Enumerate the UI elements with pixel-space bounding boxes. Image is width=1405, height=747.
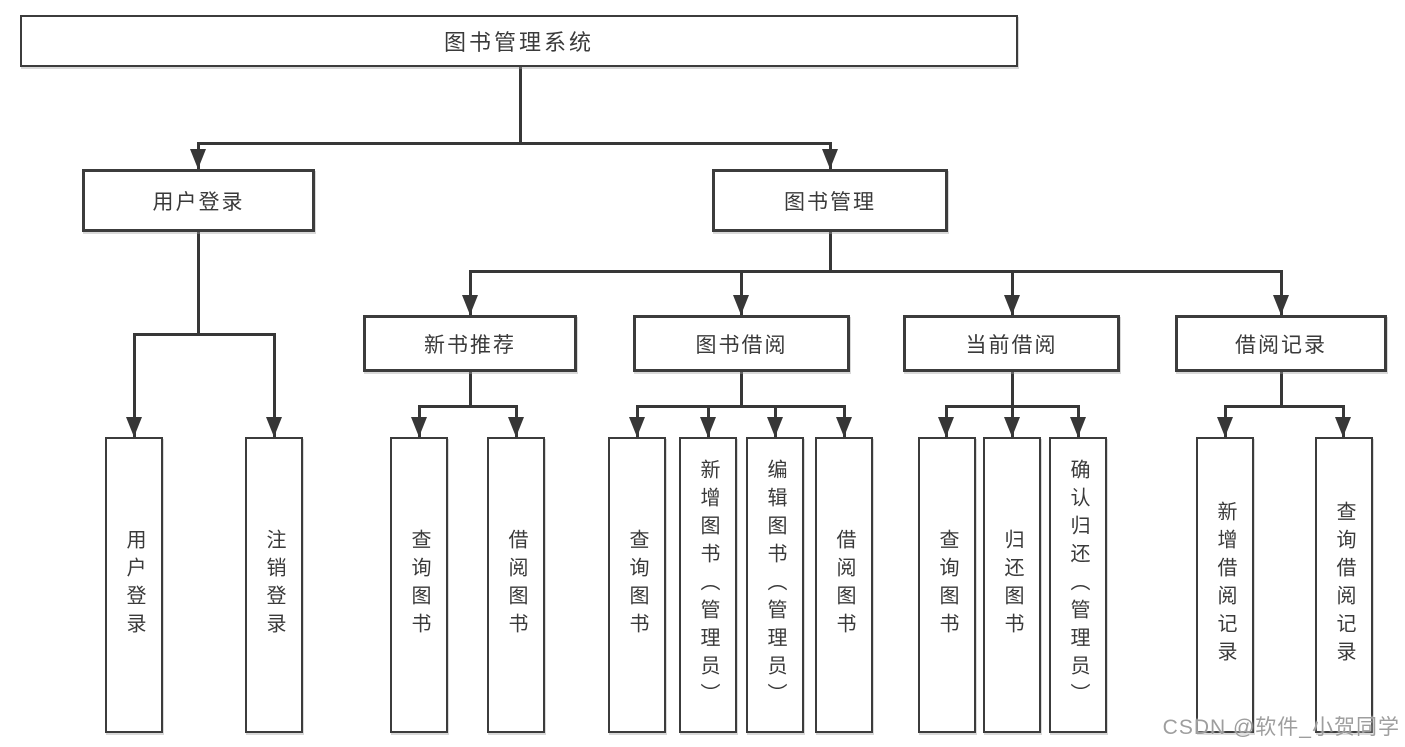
leaf-query-borrow-record: 查询借阅记录	[1315, 437, 1373, 733]
arrow-down-icon	[1217, 417, 1233, 437]
connector-line-vertical	[272, 334, 276, 437]
arrow-down-icon	[1070, 417, 1086, 437]
leaf-borrow-books-recommend: 借阅图书	[487, 437, 545, 733]
leaf-logout: 注销登录	[245, 437, 303, 733]
node-book-borrow: 图书借阅	[633, 315, 850, 372]
node-current-borrow-label: 当前借阅	[965, 333, 1058, 357]
arrow-down-icon	[126, 417, 142, 437]
leaf-query-books-borrow-label: 查询图书	[626, 529, 648, 641]
node-borrow-records-label: 借阅记录	[1235, 333, 1327, 357]
leaf-add-borrow-record-label: 新增借阅记录	[1214, 501, 1236, 669]
connector-line-vertical	[1010, 271, 1014, 315]
connector-line-vertical	[828, 232, 832, 273]
arrow-down-icon	[190, 149, 206, 169]
watermark: CSDN @软件_小贺同学	[1162, 716, 1400, 739]
node-book-borrow-label: 图书借阅	[695, 333, 788, 357]
leaf-add-book-admin-label: 新增图书（管理员）	[697, 459, 719, 711]
leaf-edit-book-admin: 编辑图书（管理员）	[746, 437, 804, 733]
arrow-down-icon	[462, 295, 478, 315]
node-book-management: 图书管理	[712, 169, 948, 232]
arrow-down-icon	[836, 417, 852, 437]
leaf-edit-book-admin-label: 编辑图书（管理员）	[764, 459, 786, 711]
connector-line-vertical	[739, 372, 743, 408]
connector-line-horizontal	[1223, 404, 1345, 408]
leaf-user-login-label: 用户登录	[123, 529, 145, 641]
leaf-confirm-return-admin-label: 确认归还（管理员）	[1067, 459, 1089, 711]
leaf-return-books: 归还图书	[983, 437, 1041, 733]
leaf-user-login: 用户登录	[105, 437, 163, 733]
leaf-query-borrow-record-label: 查询借阅记录	[1333, 501, 1355, 669]
arrow-down-icon	[411, 417, 427, 437]
connector-line-vertical	[132, 334, 136, 437]
connector-line-vertical	[196, 232, 200, 336]
node-user-login-label: 用户登录	[152, 190, 245, 214]
arrow-down-icon	[1004, 295, 1020, 315]
leaf-borrow-books-label: 借阅图书	[833, 529, 855, 641]
arrow-down-icon	[733, 295, 749, 315]
leaf-query-books-borrow: 查询图书	[608, 437, 666, 733]
leaf-borrow-books: 借阅图书	[815, 437, 873, 733]
node-user-login: 用户登录	[82, 169, 315, 232]
leaf-add-book-admin: 新增图书（管理员）	[679, 437, 737, 733]
leaf-logout-label: 注销登录	[263, 529, 285, 641]
connector-line-horizontal	[132, 332, 276, 336]
node-new-book-recommend: 新书推荐	[363, 315, 577, 372]
arrow-down-icon	[1335, 417, 1351, 437]
connector-line-horizontal	[635, 404, 846, 408]
arrow-down-icon	[700, 417, 716, 437]
leaf-query-books-recommend: 查询图书	[390, 437, 448, 733]
arrow-down-icon	[629, 417, 645, 437]
leaf-borrow-books-recommend-label: 借阅图书	[505, 529, 527, 641]
connector-line-vertical	[518, 67, 522, 145]
connector-line-horizontal	[468, 269, 1283, 273]
node-book-management-label: 图书管理	[784, 190, 876, 214]
arrow-down-icon	[1004, 417, 1020, 437]
connector-line-horizontal	[417, 404, 518, 408]
connector-line-horizontal	[196, 141, 832, 145]
connector-line-vertical	[1279, 372, 1283, 408]
arrow-down-icon	[266, 417, 282, 437]
leaf-query-books-current-label: 查询图书	[936, 529, 958, 641]
connector-line-vertical	[468, 372, 472, 408]
arrow-down-icon	[822, 149, 838, 169]
arrow-down-icon	[938, 417, 954, 437]
connector-line-vertical	[739, 271, 743, 315]
leaf-query-books-current: 查询图书	[918, 437, 976, 733]
connector-line-vertical	[1279, 271, 1283, 315]
node-borrow-records: 借阅记录	[1175, 315, 1387, 372]
connector-line-vertical	[1010, 372, 1014, 408]
node-new-book-recommend-label: 新书推荐	[424, 333, 516, 357]
arrow-down-icon	[767, 417, 783, 437]
connector-line-vertical	[468, 271, 472, 315]
arrow-down-icon	[1273, 295, 1289, 315]
root-node: 图书管理系统	[20, 15, 1018, 67]
leaf-confirm-return-admin: 确认归还（管理员）	[1049, 437, 1107, 733]
leaf-return-books-label: 归还图书	[1001, 529, 1023, 641]
arrow-down-icon	[508, 417, 524, 437]
leaf-add-borrow-record: 新增借阅记录	[1196, 437, 1254, 733]
root-node-label: 图书管理系统	[443, 30, 594, 55]
leaf-query-books-recommend-label: 查询图书	[408, 529, 430, 641]
node-current-borrow: 当前借阅	[903, 315, 1120, 372]
